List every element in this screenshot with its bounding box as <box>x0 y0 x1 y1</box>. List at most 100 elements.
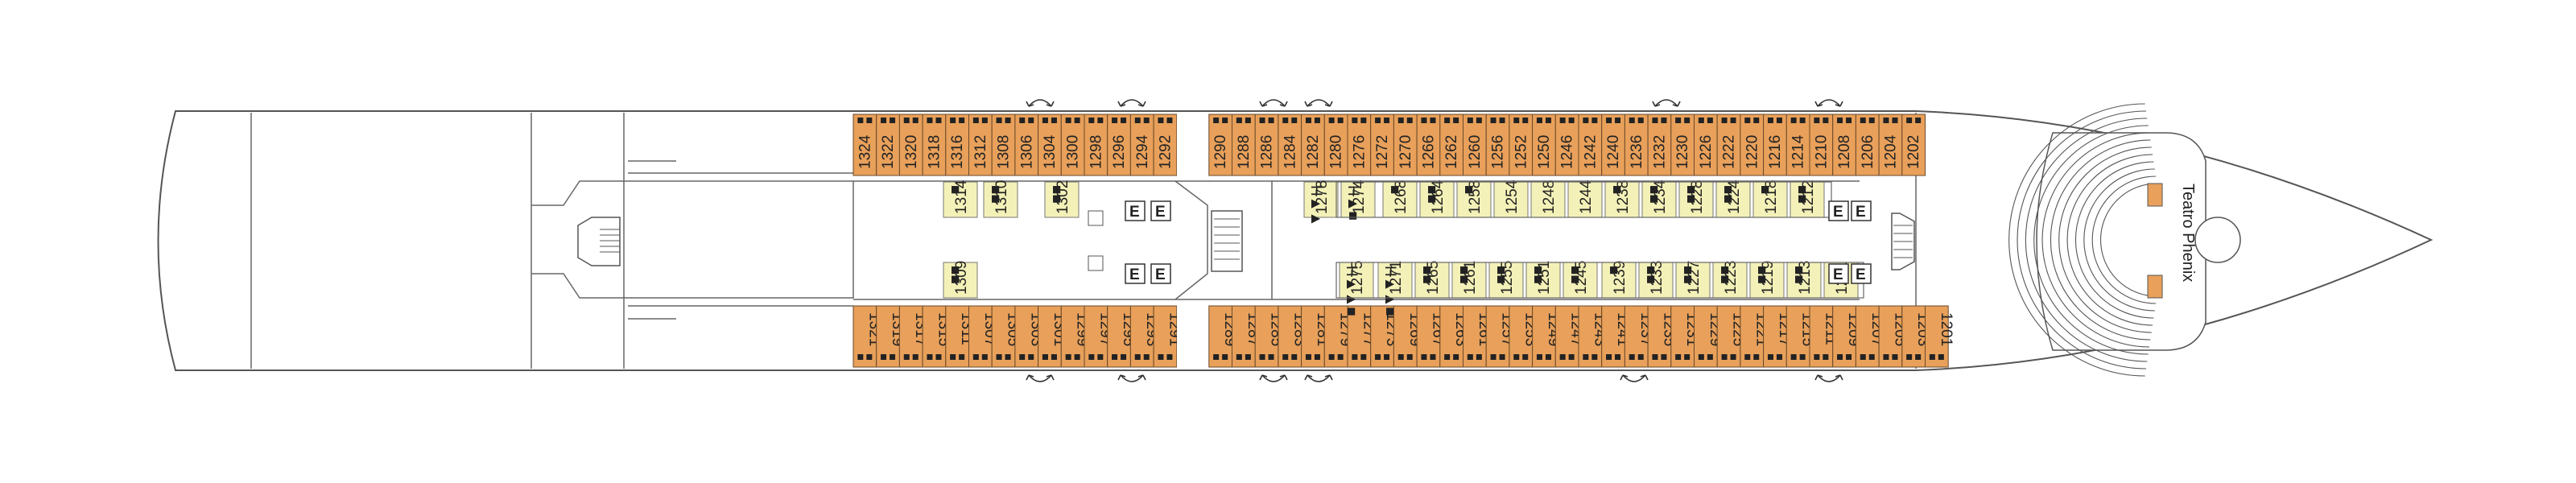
cabin-outer[interactable]: 1266 <box>1416 114 1441 176</box>
cabin-outer[interactable]: 1252 <box>1509 114 1534 176</box>
cabin-inner[interactable]: 1268■ <box>1382 180 1418 218</box>
cabin-outer[interactable]: 1280 <box>1323 114 1348 176</box>
cabin-inner[interactable]: 1302■■ <box>1044 180 1080 218</box>
cabin-outer[interactable]: 1276 <box>1347 114 1372 176</box>
cabin-outer[interactable]: 1277 <box>1347 305 1377 368</box>
cabin-inner[interactable]: 1314■ <box>943 180 978 218</box>
cabin-outer[interactable]: 1262 <box>1439 114 1464 176</box>
berth-icon <box>996 118 1002 123</box>
cabin-inner[interactable]: 1234■■ <box>1641 180 1677 218</box>
cabin-outer[interactable]: 1240 <box>1601 114 1625 176</box>
cabin-outer[interactable]: 1235 <box>1647 305 1677 368</box>
cabin-outer[interactable]: 1290 <box>1208 114 1233 176</box>
berth-icon <box>1134 354 1141 360</box>
cabin-number: 1292 <box>1157 135 1174 169</box>
cabin-outer[interactable]: 1226 <box>1694 114 1718 176</box>
cabin-outer[interactable]: 1322 <box>876 114 900 176</box>
berth-icon <box>1406 118 1413 123</box>
cabin-inner[interactable]: 1309■■ <box>943 261 978 299</box>
cabin-inner[interactable]: 1219■■ <box>1749 261 1785 299</box>
cabin-outer[interactable]: 1300 <box>1060 114 1085 176</box>
cabin-outer[interactable]: 1306 <box>1014 114 1039 176</box>
cabin-outer[interactable]: 1272 <box>1370 114 1394 176</box>
cabin-outer[interactable]: 1216 <box>1763 114 1787 176</box>
cabin-inner[interactable]: 1255■■ <box>1488 261 1524 299</box>
cabin-inner[interactable]: 1244 <box>1567 180 1603 218</box>
cabin-inner[interactable]: 1213■■ <box>1786 261 1822 299</box>
cabin-outer[interactable]: 1316 <box>945 114 970 176</box>
cabin-inner[interactable]: 1223■■ <box>1712 261 1748 299</box>
cabin-inner[interactable]: 1212■■ <box>1790 180 1825 218</box>
cabin-outer[interactable]: 1246 <box>1554 114 1579 176</box>
cabin-inner[interactable]: 1224■■ <box>1715 180 1751 218</box>
cabin-inner[interactable]: 1248 <box>1530 180 1566 218</box>
cabin-symbols: ■■ <box>1418 266 1435 284</box>
cabin-outer[interactable]: 1296 <box>1107 114 1131 176</box>
cabin-number: 1236 <box>1629 135 1645 169</box>
cabin-outer[interactable]: 1288 <box>1232 114 1256 176</box>
cabin-inner[interactable]: 1218■ <box>1752 180 1788 218</box>
cabin-inner[interactable]: 1265■■ <box>1414 261 1450 299</box>
cabin-outer[interactable]: 1304 <box>1038 114 1062 176</box>
cabin-block <box>1809 114 1834 176</box>
cabin-number: 1318 <box>926 135 943 169</box>
cabin-outer[interactable]: 1214 <box>1785 114 1810 176</box>
cabin-outer[interactable]: 1250 <box>1532 114 1556 176</box>
cabin-outer[interactable]: 1230 <box>1670 114 1695 176</box>
cabin-number: 1219 <box>1760 261 1777 295</box>
cabin-inner[interactable]: 1254 <box>1493 180 1529 218</box>
cabin-outer[interactable]: 1236 <box>1624 114 1649 176</box>
cabin-outer[interactable]: 1308 <box>991 114 1016 176</box>
cabin-symbols: ■ <box>1608 185 1625 194</box>
cabin-outer[interactable]: 1204 <box>1878 114 1903 176</box>
cabin-outer[interactable]: 1232 <box>1647 114 1672 176</box>
cabin-outer[interactable]: 1324 <box>852 114 877 176</box>
cabin-outer[interactable]: 1292 <box>1153 114 1178 176</box>
cabin-inner[interactable]: 1238■ <box>1604 180 1640 218</box>
cabin-inner[interactable]: 1310■■ <box>983 180 1018 218</box>
cabin-outer[interactable]: 1202 <box>1901 114 1926 176</box>
cabin-outer[interactable]: 1242 <box>1578 114 1603 176</box>
cabin-inner[interactable]: 1233■■ <box>1638 261 1674 299</box>
cabin-inner[interactable]: 1264■■ <box>1419 180 1455 218</box>
cabin-outer[interactable]: 1220 <box>1740 114 1765 176</box>
berth-icon <box>1846 354 1852 360</box>
cabin-outer[interactable]: 1249 <box>1532 305 1562 368</box>
cabin-inner[interactable]: 1228■■ <box>1678 180 1714 218</box>
cabin-outer[interactable]: 1282 <box>1301 114 1325 176</box>
cabin-inner[interactable]: 1261■■ <box>1451 261 1487 299</box>
cabin-outer[interactable]: 1260 <box>1463 114 1487 176</box>
cabin-outer[interactable]: 1210 <box>1809 114 1834 176</box>
berth-icon <box>1499 118 1505 123</box>
cabin-outer[interactable]: 1318 <box>922 114 947 176</box>
cabin-outer[interactable]: 1297 <box>1084 305 1113 368</box>
cabin-block <box>1763 114 1787 176</box>
cabin-outer[interactable]: 1206 <box>1855 114 1880 176</box>
cabin-number: 1216 <box>1767 135 1784 169</box>
cabin-inner[interactable]: 1251■■ <box>1525 261 1561 299</box>
cabin-outer[interactable]: 1222 <box>1716 114 1741 176</box>
cabin-outer[interactable]: 1201 <box>1925 305 1955 368</box>
cabin-outer[interactable]: 1298 <box>1084 114 1108 176</box>
cabin-outer[interactable]: 1208 <box>1832 114 1856 176</box>
cabin-outer[interactable]: 1294 <box>1129 114 1154 176</box>
cabin-number: 1245 <box>1573 261 1590 295</box>
berth-icon <box>1767 354 1773 360</box>
cabin-number: 1228 <box>1689 180 1706 214</box>
cabin-inner[interactable]: 1245■■ <box>1563 261 1598 299</box>
cabin-outer[interactable]: 1312 <box>968 114 993 176</box>
cabin-outer[interactable]: 1320 <box>898 114 923 176</box>
cabin-inner[interactable]: 1258■ <box>1456 180 1492 218</box>
cabin-outer[interactable]: 1270 <box>1393 114 1418 176</box>
cabin-outer[interactable]: 1286 <box>1254 114 1279 176</box>
cabin-outer[interactable]: 1256 <box>1485 114 1510 176</box>
cabin-outer[interactable]: 1284 <box>1278 114 1302 176</box>
cabin-inner[interactable]: 1227■■ <box>1675 261 1711 299</box>
cabin-inner[interactable]: 1239■ <box>1601 261 1637 299</box>
